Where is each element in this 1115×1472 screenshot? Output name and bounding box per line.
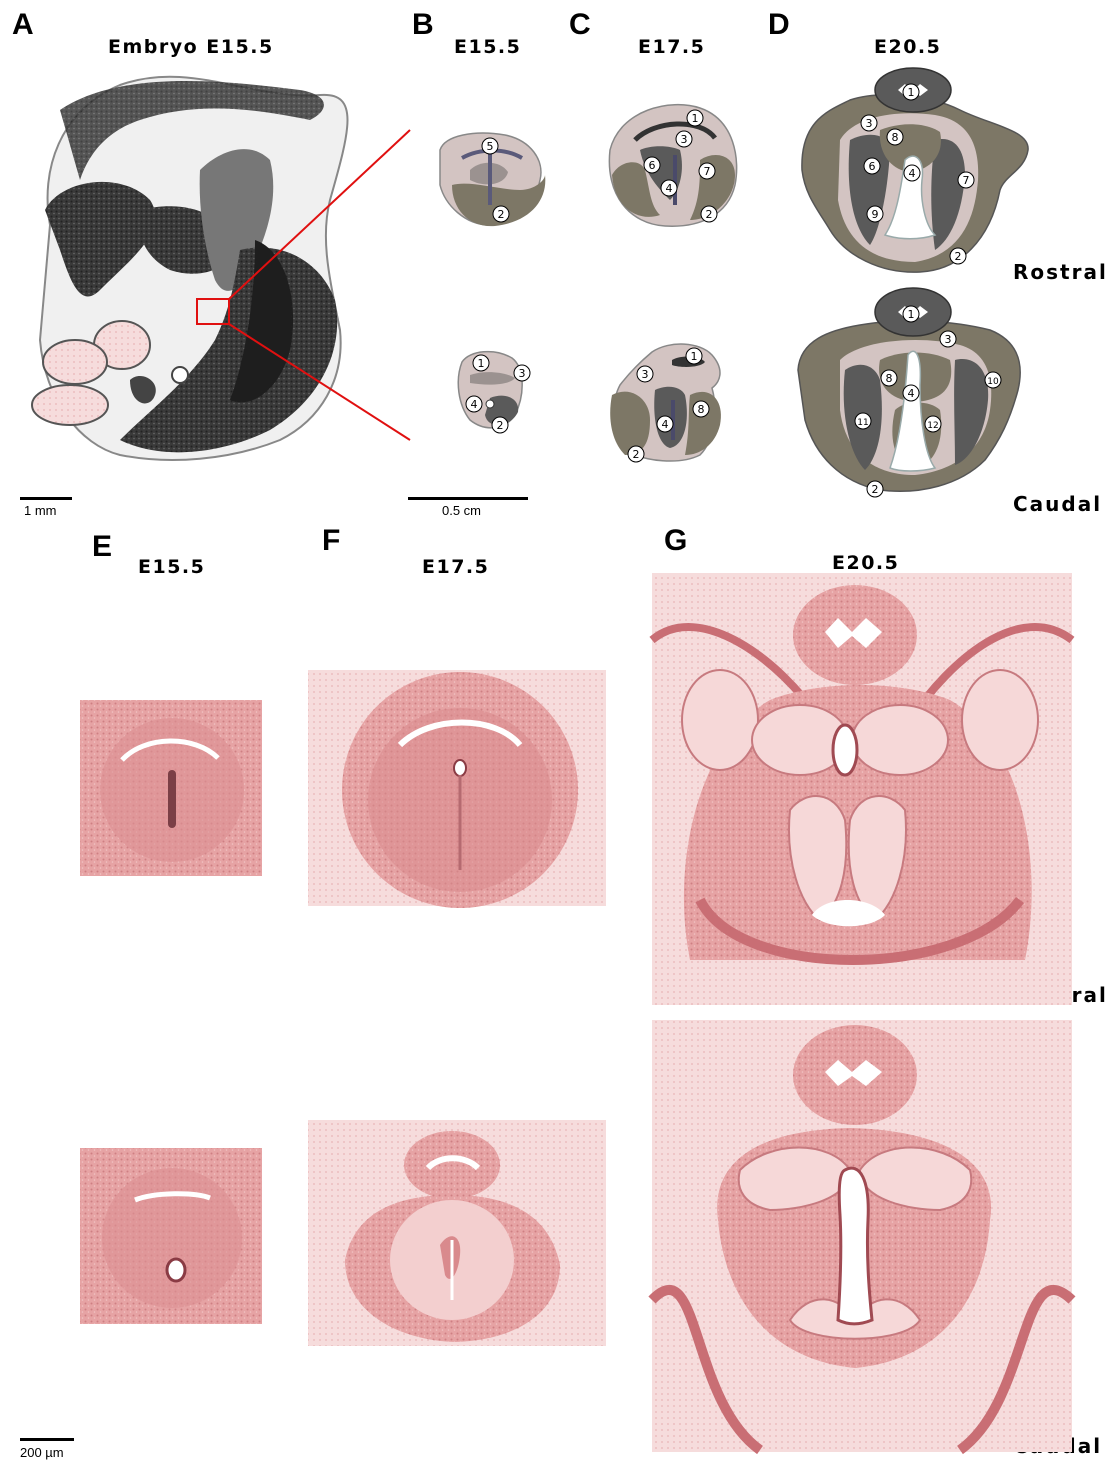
svg-text:11: 11 <box>857 418 868 428</box>
panel-c-rostral-schematic <box>609 105 736 227</box>
marker-d-caudal-1: 1 <box>903 306 919 322</box>
marker-c-caudal-3: 3 <box>637 366 653 382</box>
svg-text:12: 12 <box>927 421 938 431</box>
marker-d-rostral-3: 3 <box>861 115 877 131</box>
svg-text:3: 3 <box>519 367 526 380</box>
marker-d-rostral-1: 1 <box>903 84 919 100</box>
marker-c-caudal-8: 8 <box>693 401 709 417</box>
svg-text:9: 9 <box>872 208 879 221</box>
svg-text:1: 1 <box>908 86 915 99</box>
svg-text:2: 2 <box>872 483 879 496</box>
marker-d-caudal-10: 10 <box>985 372 1001 388</box>
marker-d-caudal-4: 4 <box>903 385 919 401</box>
svg-text:1: 1 <box>908 308 915 321</box>
svg-text:3: 3 <box>866 117 873 130</box>
svg-text:10: 10 <box>987 377 999 387</box>
marker-b-rostral-5: 5 <box>482 138 498 154</box>
marker-d-caudal-12: 12 <box>925 416 941 432</box>
marker-d-rostral-8: 8 <box>887 129 903 145</box>
svg-text:2: 2 <box>498 208 505 221</box>
marker-b-caudal-2: 2 <box>492 417 508 433</box>
marker-c-rostral-2: 2 <box>701 206 717 222</box>
marker-d-rostral-4: 4 <box>904 165 920 181</box>
svg-text:4: 4 <box>471 398 478 411</box>
marker-c-caudal-1: 1 <box>686 348 702 364</box>
marker-d-rostral-2: 2 <box>950 248 966 264</box>
svg-text:3: 3 <box>642 368 649 381</box>
marker-c-caudal-2: 2 <box>628 446 644 462</box>
panel-g-histology <box>652 573 1072 1452</box>
marker-b-caudal-4: 4 <box>466 396 482 412</box>
svg-text:1: 1 <box>691 350 698 363</box>
marker-d-caudal-11: 11 <box>855 413 871 429</box>
svg-text:3: 3 <box>681 133 688 146</box>
panel-a-embryo-section <box>32 77 410 460</box>
marker-c-rostral-6: 6 <box>644 157 660 173</box>
marker-b-rostral-2: 2 <box>493 206 509 222</box>
panel-f-histology <box>308 670 606 1346</box>
marker-c-rostral-4: 4 <box>661 180 677 196</box>
svg-text:3: 3 <box>945 333 952 346</box>
svg-text:1: 1 <box>692 112 699 125</box>
marker-d-caudal-3: 3 <box>940 331 956 347</box>
svg-text:1: 1 <box>478 357 485 370</box>
svg-text:7: 7 <box>704 165 711 178</box>
marker-d-caudal-2: 2 <box>867 481 883 497</box>
marker-d-rostral-9: 9 <box>867 206 883 222</box>
svg-text:2: 2 <box>955 250 962 263</box>
marker-d-rostral-6: 6 <box>864 158 880 174</box>
marker-b-caudal-3: 3 <box>514 365 530 381</box>
marker-c-rostral-1: 1 <box>687 110 703 126</box>
svg-text:8: 8 <box>698 403 705 416</box>
svg-text:4: 4 <box>909 167 916 180</box>
svg-text:2: 2 <box>706 208 713 221</box>
marker-d-rostral-7: 7 <box>958 172 974 188</box>
marker-c-rostral-7: 7 <box>699 163 715 179</box>
marker-d-caudal-8: 8 <box>881 370 897 386</box>
svg-text:2: 2 <box>633 448 640 461</box>
svg-text:4: 4 <box>666 182 673 195</box>
svg-text:6: 6 <box>649 159 656 172</box>
svg-text:8: 8 <box>886 372 893 385</box>
svg-text:4: 4 <box>662 418 669 431</box>
svg-text:5: 5 <box>487 140 494 153</box>
marker-c-rostral-3: 3 <box>676 131 692 147</box>
marker-c-caudal-4: 4 <box>657 416 673 432</box>
panel-e-histology <box>80 700 262 1324</box>
svg-text:2: 2 <box>497 419 504 432</box>
svg-text:7: 7 <box>963 174 970 187</box>
panel-b-caudal-schematic <box>458 352 522 428</box>
svg-text:6: 6 <box>869 160 876 173</box>
marker-b-caudal-1: 1 <box>473 355 489 371</box>
svg-text:8: 8 <box>892 131 899 144</box>
svg-text:4: 4 <box>908 387 915 400</box>
